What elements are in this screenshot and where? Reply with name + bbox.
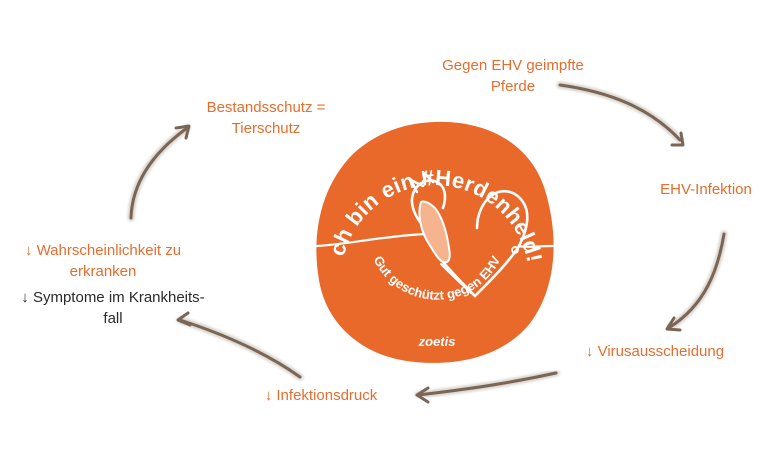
- label-herd-protection: Bestandsschutz = Tierschutz: [190, 97, 342, 139]
- arrow-pressure-to-symptoms: [176, 311, 304, 381]
- label-pressure-text: ↓ Infektionsdruck: [264, 387, 378, 404]
- label-likelihood: ↓ Wahrscheinlichkeit zu erkranken: [8, 240, 198, 282]
- label-virus-shedding: ↓ Virusausscheidung: [570, 341, 740, 362]
- label-symptoms: ↓ Symptome im Krankheits- fall: [0, 287, 226, 329]
- label-symptoms-line-2: fall: [103, 310, 123, 327]
- label-symptoms-line-1: ↓ Symptome im Krankheits-: [21, 289, 205, 306]
- label-ehv-infection: EHV-Infektion: [650, 179, 762, 200]
- label-infection-text: EHV-Infektion: [660, 181, 752, 198]
- arrow-vaccinated-to-infection: [556, 81, 685, 147]
- label-infection-pressure: ↓ Infektionsdruck: [246, 385, 396, 406]
- arrow-likelihood-to-protection: [127, 124, 191, 222]
- brand-logo: zoetis: [418, 334, 456, 349]
- label-vaccinated-line-2: Pferde: [490, 78, 536, 95]
- label-vaccinated-horses: Gegen EHV geimpfte Pferde: [420, 55, 606, 97]
- label-shedding-text: ↓ Virusausscheidung: [585, 343, 725, 360]
- label-vaccinated-line-1: Gegen EHV geimpfte: [442, 57, 584, 74]
- label-likelihood-line-1: ↓ Wahrscheinlichkeit zu: [24, 242, 182, 259]
- horse-heart-icon: [315, 170, 555, 298]
- label-protection-line-1: Bestandsschutz =: [206, 99, 326, 116]
- herdenheld-badge: Ich bin ein #Herdenheld! Gut geschützt g…: [305, 110, 565, 370]
- label-likelihood-line-2: erkranken: [69, 263, 137, 280]
- arrow-shedding-to-pressure: [414, 369, 560, 404]
- label-protection-line-2: Tierschutz: [231, 120, 301, 137]
- arrow-infection-to-shedding: [665, 230, 728, 332]
